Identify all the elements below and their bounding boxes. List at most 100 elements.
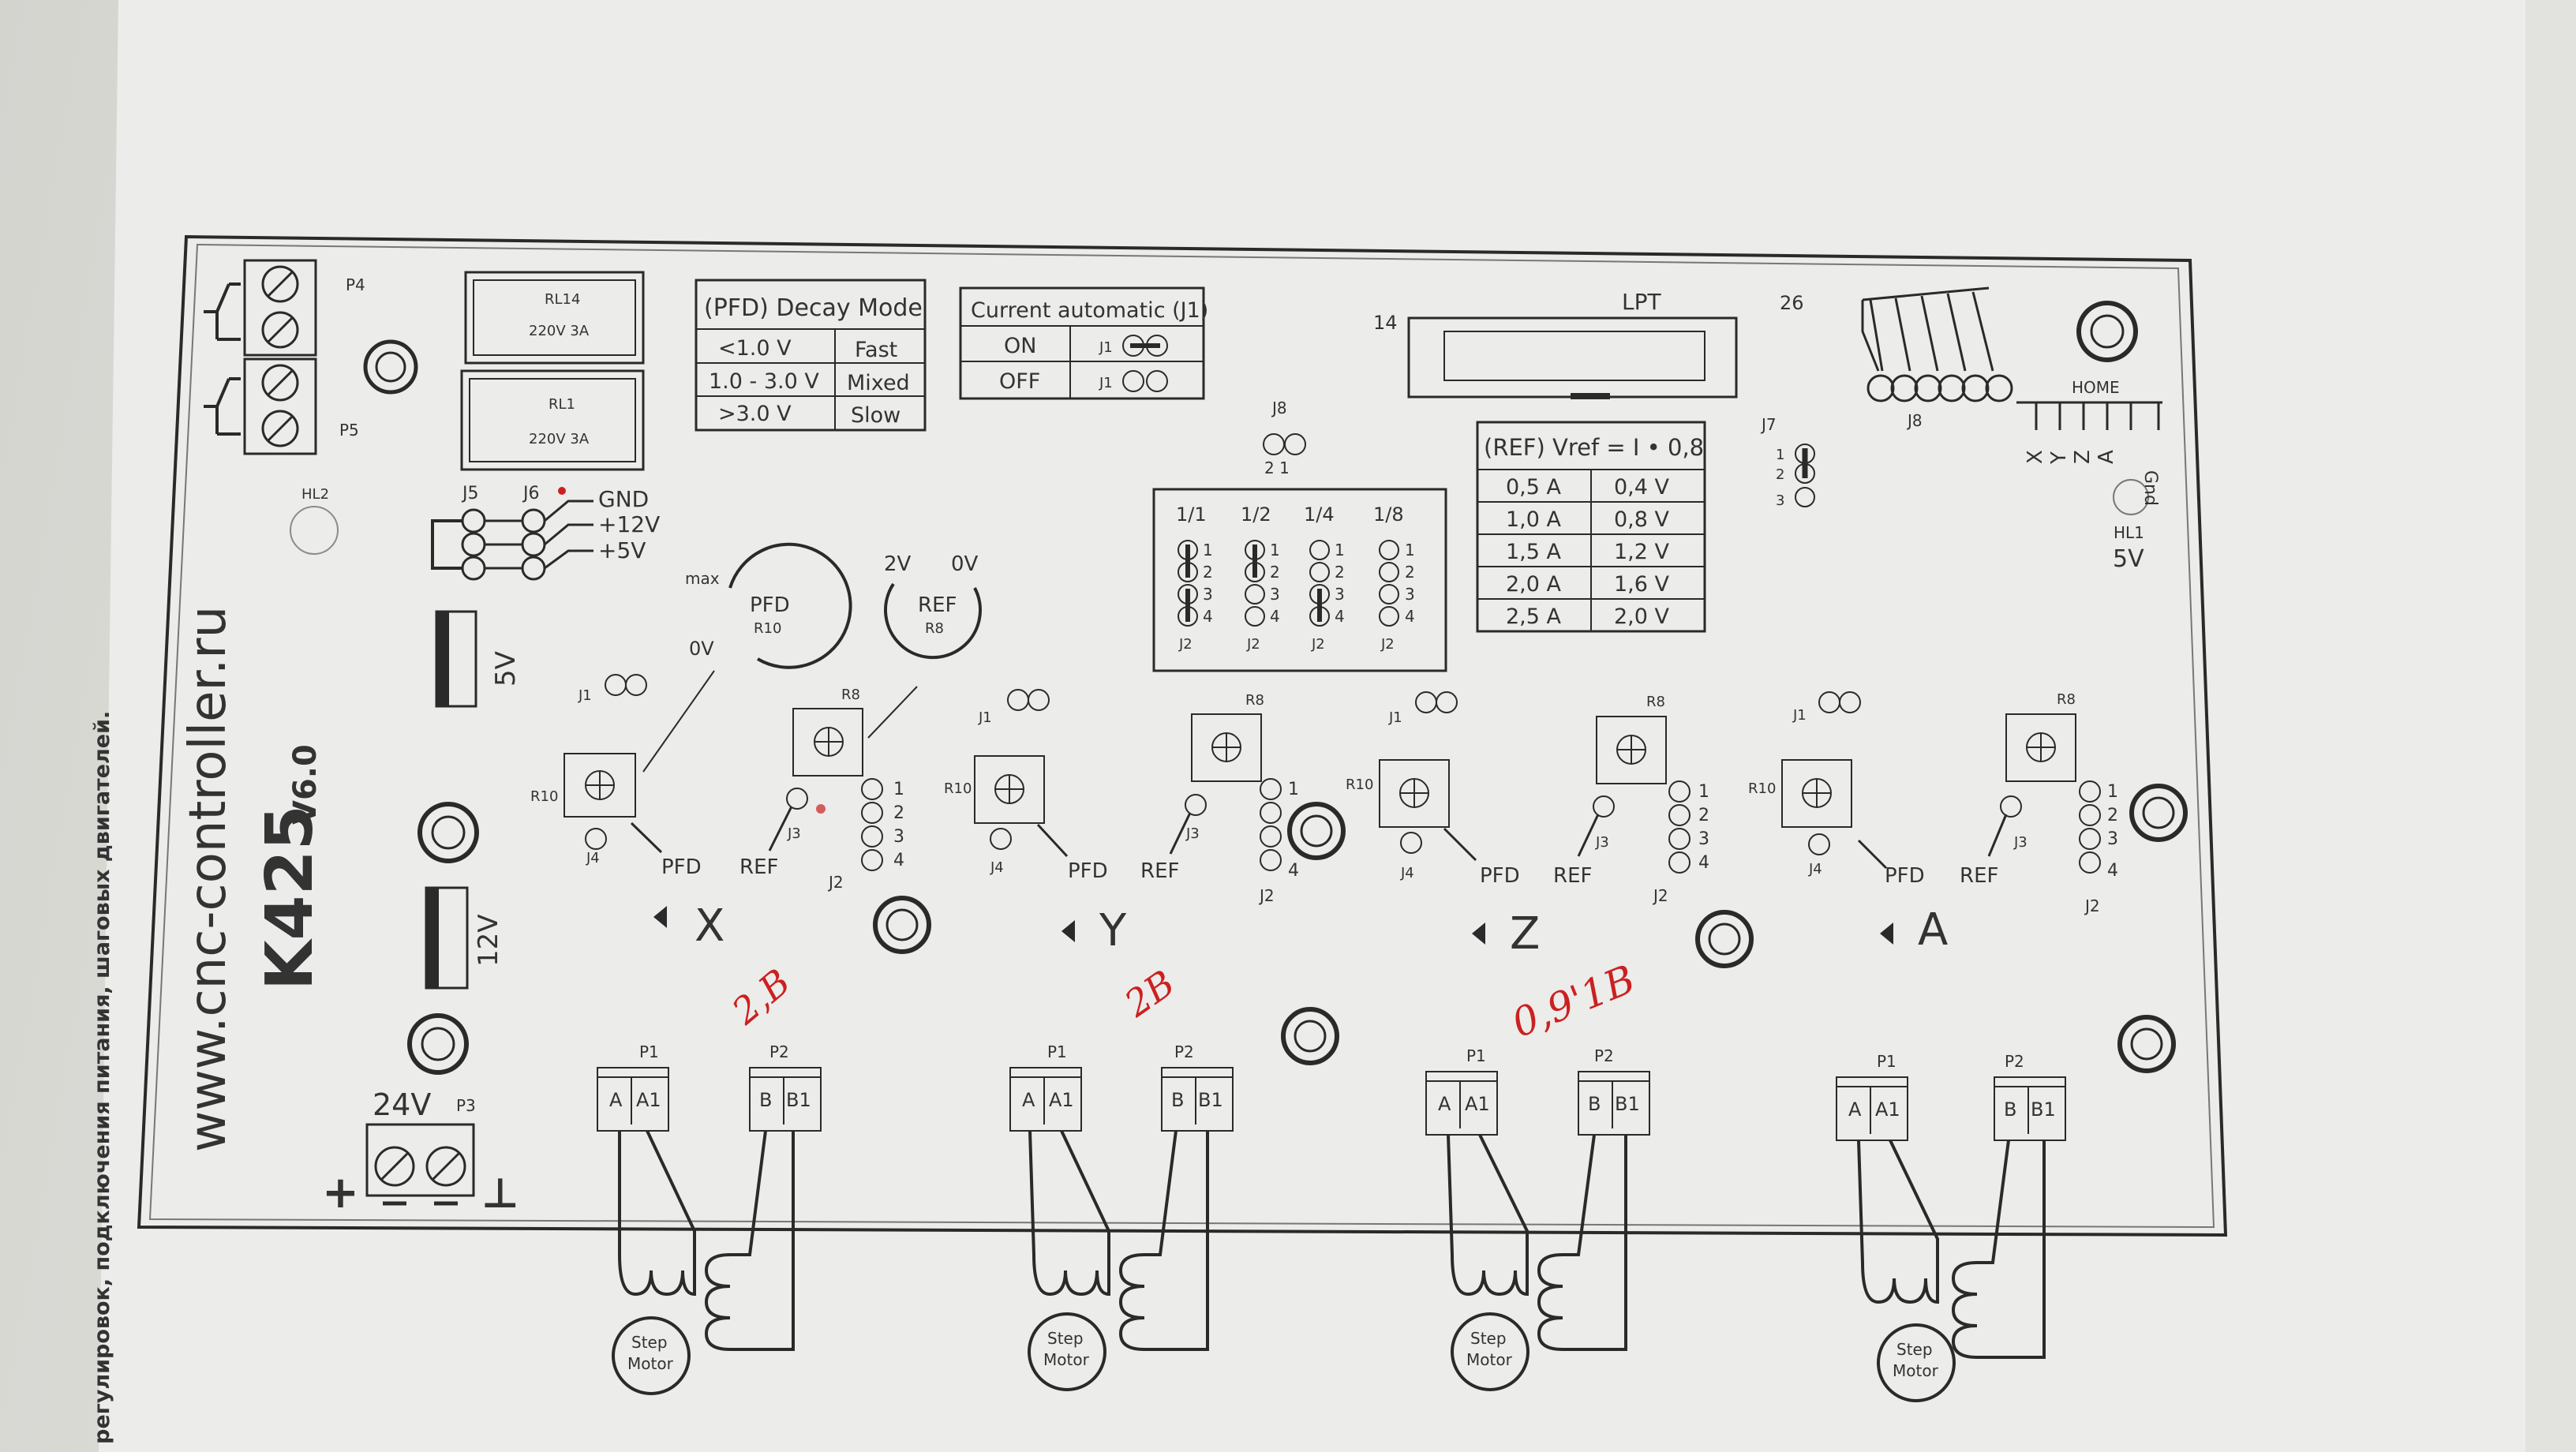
hl1-label: HL1 (2114, 523, 2144, 542)
ms1-jumper: J2 (1178, 636, 1193, 653)
channel-z-j4: J4 (1400, 865, 1414, 881)
channel-a-p1-terminal (1836, 1076, 1908, 1141)
rl14-label: RL14 (545, 291, 580, 308)
channel-y-mount-hole-upper (1287, 802, 1346, 860)
decay-mode-1: Fast (855, 338, 897, 362)
channel-a-mount-hole-upper (2129, 784, 2188, 842)
channel-z-p2-terminal (1578, 1071, 1650, 1136)
mount-hole-relay (363, 339, 418, 395)
channel-x-j2-pin1: 1 (893, 780, 904, 799)
channel-x-j2-pin3: 3 (893, 827, 904, 847)
mount-hole-left-2 (407, 1013, 469, 1075)
channel-a-j2-pin1: 1 (2107, 782, 2118, 802)
channel-y-winding-a (1028, 1130, 1110, 1297)
lpt-pin-right: 26 (1780, 292, 1804, 314)
pfd-pot-max: max (685, 569, 720, 588)
vref-voltage-5: 2,0 V (1614, 604, 1670, 629)
ms4-pin2: 2 (1405, 563, 1415, 582)
channel-z-j1: J1 (1388, 709, 1402, 726)
home-axis-y: Y (2047, 451, 2071, 465)
decay-mode-2: Mixed (847, 371, 910, 395)
channel-a-motor-text-1: Step (1896, 1340, 1933, 1359)
channel-y-arrow-icon (1061, 920, 1075, 942)
channel-x-r10 (564, 753, 636, 818)
channel-z-step-motor-icon (1451, 1312, 1530, 1391)
channel-z-pin-a: A (1438, 1093, 1451, 1115)
channel-z-winding-b (1537, 1134, 1627, 1351)
vref-table: (REF) Vref = I • 0,8 0,5 A 0,4 V 1,0 A 0… (1476, 421, 1706, 633)
j8-home-connector: J8 HOME X Y Z A Gnd (1861, 286, 2162, 506)
relay-contact-symbol-1 (204, 283, 241, 341)
ms3-pin4: 4 (1335, 607, 1345, 626)
channel-y-mount-hole-lower (1281, 1007, 1339, 1065)
p4-label: P4 (346, 275, 365, 294)
channel-a-p2: P2 (2005, 1052, 2024, 1071)
channel-z-pin-b: B (1588, 1093, 1601, 1115)
ms4-jumper: J2 (1380, 636, 1395, 653)
channel-x-step-motor-icon (612, 1316, 691, 1395)
microstep-header-2: 1/2 (1241, 503, 1271, 526)
channel-a-r10 (1781, 759, 1852, 828)
rail-5v: +5V (598, 537, 646, 563)
ms1-pin4: 4 (1203, 607, 1213, 626)
channel-z-pin-b1: B1 (1615, 1093, 1640, 1115)
channel-z-j3: J3 (1595, 834, 1609, 851)
ref-pot-ref: R8 (925, 620, 944, 637)
decay-voltage-1: <1.0 V (718, 336, 792, 361)
channel-a-r8-label: R8 (2057, 691, 2076, 708)
pfd-pot-ref: R10 (754, 620, 781, 637)
current-state-on: ON (1004, 334, 1036, 358)
channel-z-arrow-icon (1472, 922, 1485, 945)
channel-a-p1: P1 (1877, 1052, 1896, 1071)
p5-label: P5 (339, 421, 359, 440)
channel-x-motor-text-2: Motor (627, 1354, 674, 1373)
ms2-pin2: 2 (1270, 563, 1280, 582)
handwritten-mark-red (816, 804, 826, 814)
ref-pot-left: 2V (884, 552, 912, 576)
hl1-voltage: 5V (2113, 545, 2144, 573)
channel-x-p1-terminal (597, 1067, 669, 1132)
channel-a-j2: J2 (2084, 896, 2100, 915)
vref-voltage-1: 0,4 V (1614, 475, 1670, 500)
channel-z-p2: P2 (1594, 1046, 1614, 1065)
channel-y-j2-pin1: 1 (1288, 780, 1299, 799)
channel-z-p1: P1 (1466, 1046, 1486, 1065)
pfd-pot-name: PFD (750, 593, 790, 617)
channel-y-pin-a: A (1022, 1089, 1035, 1111)
channel-x-pin-a: A (609, 1089, 623, 1111)
vref-current-3: 1,5 A (1506, 540, 1562, 564)
pfd-pot-symbol: PFD R10 max 0V (642, 542, 852, 773)
channel-a-motor-text-2: Motor (1893, 1361, 1939, 1380)
channel-z-j2: J2 (1652, 886, 1668, 905)
channel-y-ref-label: REF (1140, 859, 1179, 883)
channel-x-r10-label: R10 (530, 788, 558, 805)
current-jumper-off: J1 (1099, 375, 1113, 391)
channel-x-winding-b (704, 1130, 795, 1351)
j7-pin-1: 1 (1776, 447, 1784, 463)
channel-x-axis-label: X (695, 900, 724, 952)
ms1-pin3: 3 (1203, 585, 1213, 604)
channel-a-ref-label: REF (1960, 864, 1998, 888)
channel-x: J1 R10 R8 J4 J3 PFD REF 1 2 3 4 J2 X P1 … (530, 674, 931, 1395)
j8-top-pins: 2 1 (1264, 458, 1290, 477)
ms2-pin1: 1 (1270, 541, 1280, 559)
input-voltage-label: 24V (373, 1087, 431, 1122)
microstep-header-1: 1/1 (1176, 503, 1207, 526)
channel-x-mount-hole (873, 896, 931, 954)
channel-a-j1: J1 (1792, 707, 1807, 724)
channel-y-p1-terminal (1009, 1067, 1082, 1132)
channel-a-winding-a (1857, 1140, 1939, 1304)
channel-z: J1 R10 R8 J4 J3 PFD REF 1 2 3 4 J2 Z P1 … (1346, 691, 1754, 1391)
current-jumper-on: J1 (1099, 339, 1113, 356)
ms4-pin4: 4 (1405, 607, 1415, 626)
channel-a-mount-hole-lower (2117, 1015, 2176, 1073)
channel-a-pin-b1: B1 (2031, 1098, 2056, 1121)
channel-a-j2-pin2: 2 (2107, 806, 2118, 825)
hl2-label: HL2 (301, 486, 329, 503)
board-inner-line (148, 243, 2215, 1229)
channel-x-j2-pin2: 2 (893, 803, 904, 823)
channel-a-j3: J3 (2013, 834, 2027, 851)
channel-z-axis-label: Z (1510, 908, 1540, 960)
mount-hole-top-right (2076, 301, 2138, 362)
